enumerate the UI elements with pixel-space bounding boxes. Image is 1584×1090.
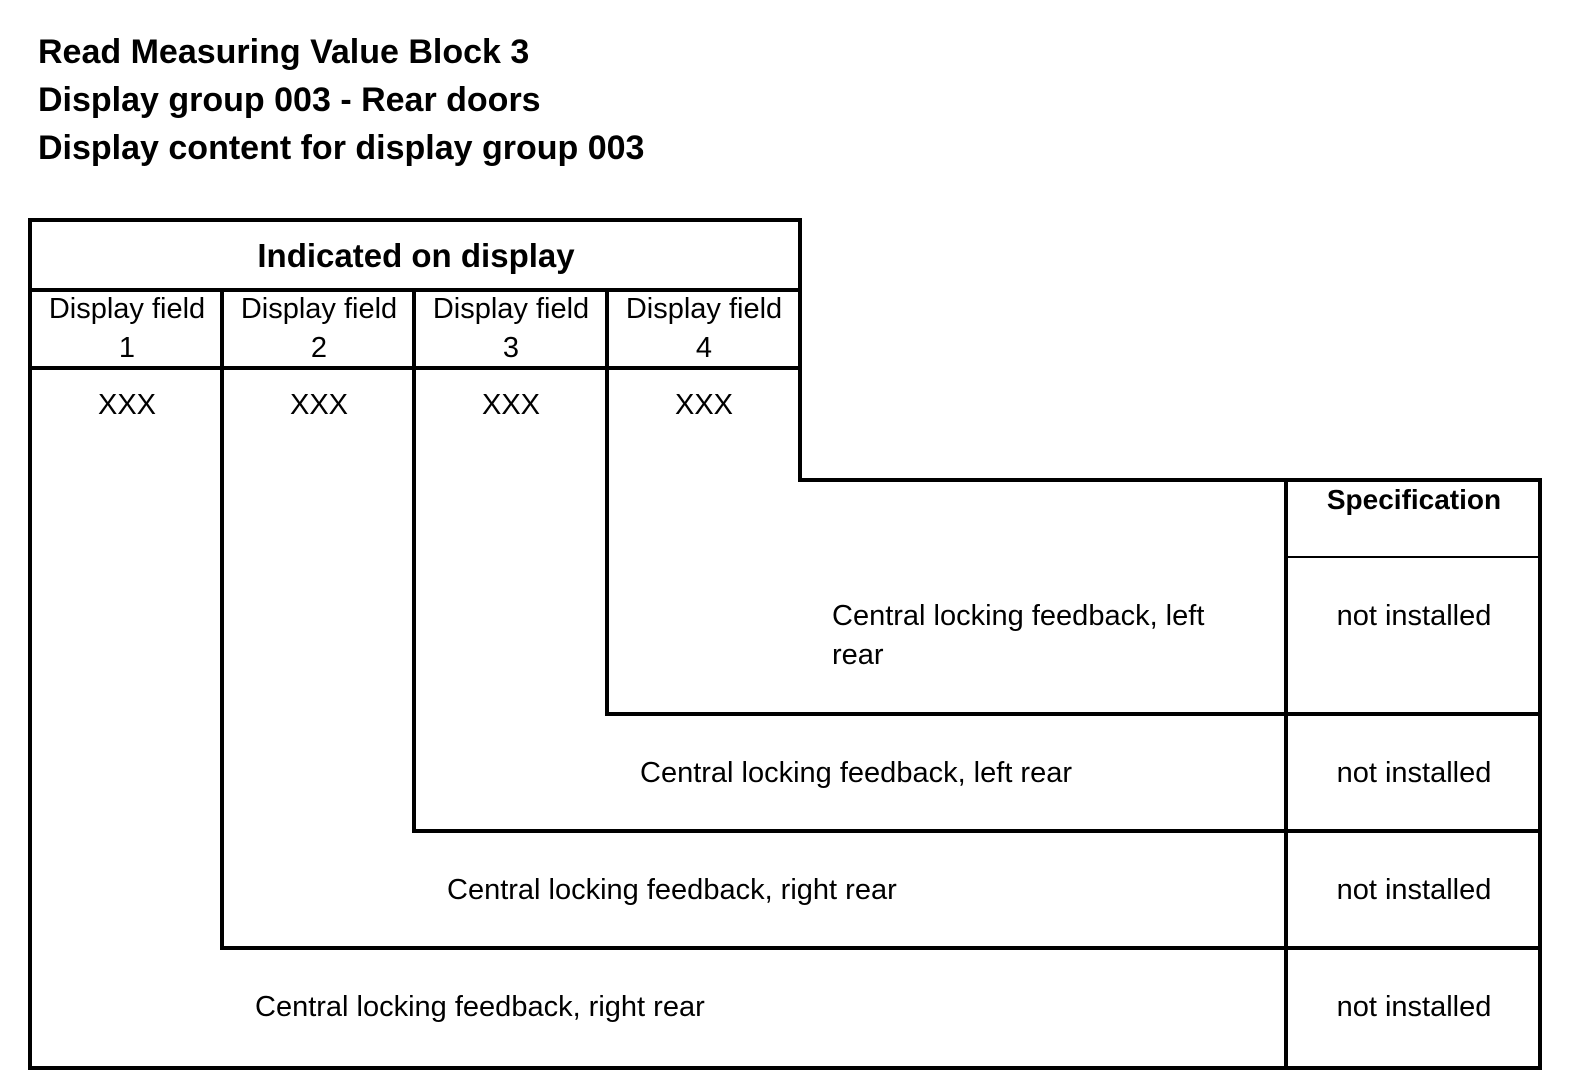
- row-field-2-specification: not installed: [1336, 874, 1492, 906]
- row-field-3-specification: not installed: [1336, 757, 1492, 789]
- left-border: [28, 218, 32, 1070]
- spec-header-divider: [1284, 556, 1540, 558]
- field-2-3-divider: [412, 288, 416, 833]
- display-group-title: Display group 003 - Rear doors: [38, 81, 541, 119]
- page-header: Read Measuring Value Block 3 Display gro…: [38, 28, 644, 172]
- display-field-4-header: Display field 4: [625, 293, 783, 364]
- row-field-4-description: Central locking feedback, left rear: [832, 600, 1205, 671]
- spec-top-border: [798, 478, 1542, 482]
- row-field-1-description: Central locking feedback, right rear: [255, 991, 705, 1023]
- row-field-2-description: Central locking feedback, right rear: [447, 874, 897, 906]
- page-title: Read Measuring Value Block 3: [38, 33, 530, 71]
- row-field-1-specification: not installed: [1336, 991, 1492, 1023]
- row-field-2-bottom: [220, 946, 1542, 950]
- display-field-1-value: XXX: [97, 389, 157, 421]
- display-field-4-value: XXX: [674, 389, 734, 421]
- top-border: [28, 218, 802, 222]
- spec-left-border: [1284, 478, 1288, 1070]
- spec-right-border: [1538, 478, 1542, 1070]
- indicated-on-display-title: Indicated on display: [257, 237, 575, 274]
- field-4-right-border: [798, 218, 802, 482]
- display-content-title: Display content for display group 003: [38, 129, 645, 167]
- display-field-1-header: Display field 1: [48, 293, 206, 364]
- bottom-border: [28, 1066, 1542, 1070]
- specification-header: Specification: [1326, 484, 1502, 515]
- row-field-4-specification: not installed: [1336, 600, 1492, 632]
- field-3-4-divider: [605, 288, 609, 716]
- display-field-3-header: Display field 3: [432, 293, 590, 364]
- row-field-3-description: Central locking feedback, left rear: [640, 757, 1072, 789]
- display-field-2-value: XXX: [289, 389, 349, 421]
- row-field-4-bottom: [605, 712, 1542, 716]
- field-1-2-divider: [220, 288, 224, 950]
- row-field-3-bottom: [412, 829, 1542, 833]
- display-field-3-value: XXX: [481, 389, 541, 421]
- display-field-2-header: Display field 2: [240, 293, 398, 364]
